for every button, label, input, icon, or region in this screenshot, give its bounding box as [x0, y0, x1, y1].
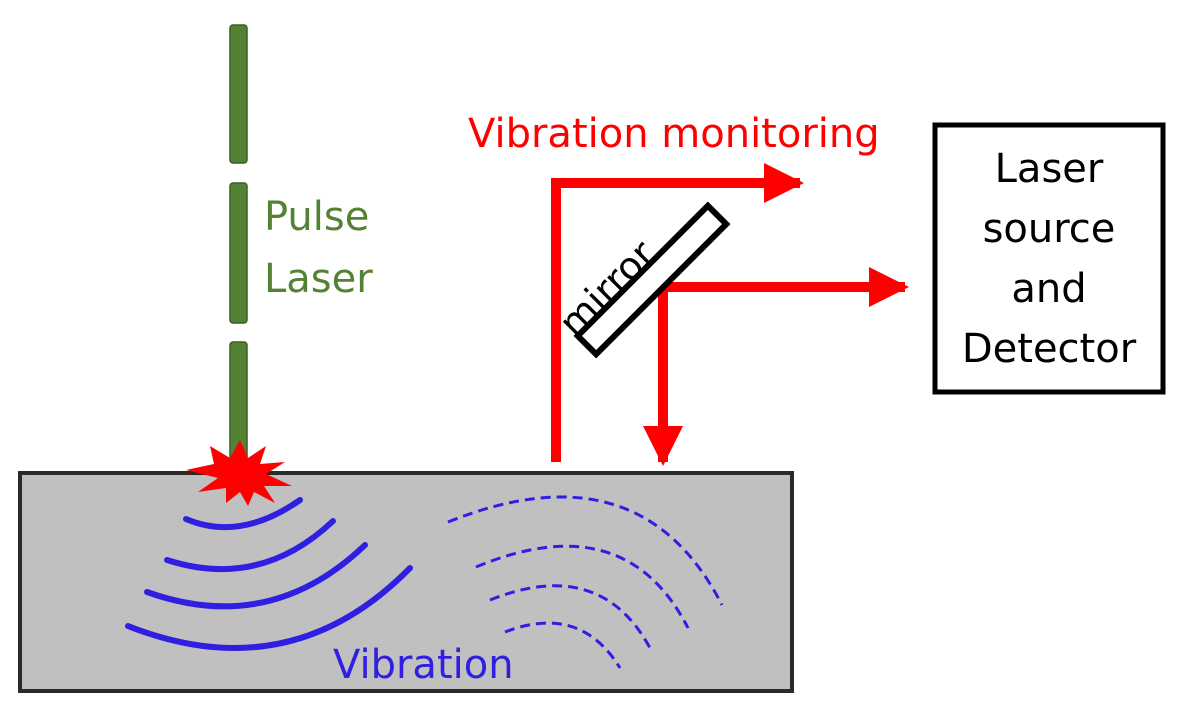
sample-block: [18, 471, 794, 693]
solid-wave-2: [164, 518, 336, 573]
pulse-label-line1: Pulse: [264, 194, 370, 240]
pulse-laser-beam: [229, 24, 248, 463]
pulse-label-line2: Laser: [264, 256, 373, 302]
solid-wave-3: [144, 542, 368, 610]
pulse-beam-segment-2: [229, 182, 248, 324]
impact-burst: [186, 440, 292, 506]
vibration-label: Vibration: [333, 642, 514, 688]
dashed-vibration-waves: [447, 495, 724, 669]
dashed-wave-3: [489, 584, 652, 649]
box-label-line1: Laser: [994, 146, 1104, 192]
solid-wave-1: [183, 497, 303, 531]
solid-wave-4: [125, 565, 413, 651]
dashed-wave-1: [447, 495, 724, 606]
reflected-beam: [551, 163, 804, 462]
box-label-line3: and: [1011, 266, 1087, 312]
probe-laser-path: [551, 163, 909, 466]
box-label-line4: Detector: [961, 326, 1137, 372]
laser-source-detector-box: [932, 122, 1166, 395]
pulse-beam-segment-1: [229, 24, 248, 164]
vibration-monitoring-label: Vibration monitoring: [468, 111, 880, 157]
dashed-wave-4: [504, 621, 622, 669]
solid-vibration-waves: [125, 497, 413, 651]
box-label-line2: source: [982, 206, 1116, 252]
mirror: [573, 201, 731, 359]
dashed-wave-2: [475, 544, 690, 629]
